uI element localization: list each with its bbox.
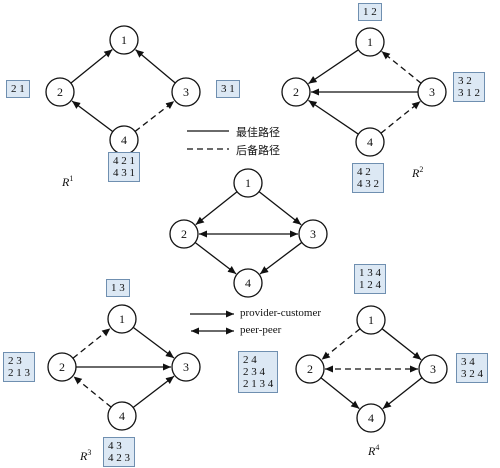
table-row: 4 3 2 xyxy=(357,178,379,190)
node-label: 3 xyxy=(430,362,436,376)
r1-table-node2: 2 1 xyxy=(6,80,30,98)
r4-edge-1-2 xyxy=(321,328,361,361)
r3-edge-4-2 xyxy=(73,375,112,408)
r4-edge-1-3 xyxy=(381,328,422,361)
r3-label: R3 xyxy=(80,448,92,463)
table-row: 1 3 4 xyxy=(359,267,381,279)
r1-label: R1 xyxy=(62,174,74,189)
r4-node-2: 2 xyxy=(295,354,325,384)
node-label: 2 xyxy=(307,362,313,376)
table-row: 3 4 xyxy=(461,356,475,368)
center-edge-2-4 xyxy=(194,241,237,275)
center-edge-1-3 xyxy=(258,191,302,226)
table-row: 2 1 3 xyxy=(8,367,30,379)
table-row: 1 2 4 xyxy=(359,279,381,291)
table-row: 4 3 xyxy=(108,440,122,452)
node-label: 2 xyxy=(293,85,299,99)
node-label: 1 xyxy=(368,313,374,327)
table-row: 4 2 3 xyxy=(108,452,130,464)
node-label: 1 xyxy=(121,33,127,47)
r1-edge-4-3 xyxy=(134,100,175,132)
r2-edge-4-3 xyxy=(380,100,421,134)
r1-node-4: 4 xyxy=(109,125,139,155)
table-row: 4 2 xyxy=(357,166,371,178)
r1-edge-3-1 xyxy=(135,49,176,84)
node-label: 1 xyxy=(367,35,373,49)
r2-table-node1: 1 2 xyxy=(358,3,382,21)
r1-edge-2-1 xyxy=(70,48,113,84)
r4-node-3: 3 xyxy=(418,354,448,384)
table-row: 2 3 4 xyxy=(243,366,265,378)
node-label: 2 xyxy=(57,85,63,99)
table-row: 3 1 2 xyxy=(458,87,480,99)
node-label: 4 xyxy=(367,135,373,149)
table-row: 2 1 3 4 xyxy=(243,378,274,390)
r1-table-node3: 3 1 xyxy=(216,80,240,98)
r4-edge-2-4 xyxy=(320,377,360,410)
node-label: 1 xyxy=(119,312,125,326)
r2-node-4: 4 xyxy=(355,127,385,157)
r2-node-3: 3 xyxy=(417,77,447,107)
node-label: 3 xyxy=(429,85,435,99)
legend-best-path-label: 最佳路径 xyxy=(236,126,280,139)
center-node-3: 3 xyxy=(298,219,328,249)
r2-edge-3-1 xyxy=(381,50,422,84)
center-node-2: 2 xyxy=(169,219,199,249)
r4-node-1: 1 xyxy=(356,305,386,335)
legend-provider-customer-label: provider-customer xyxy=(240,307,322,319)
r3-node-2: 2 xyxy=(47,352,77,382)
table-row: 2 3 xyxy=(8,355,22,367)
node-label: 3 xyxy=(183,360,189,374)
r1-edge-4-2 xyxy=(71,100,114,133)
r2-edge-1-2 xyxy=(308,49,359,85)
r3-table-node1: 1 3 xyxy=(106,279,130,297)
table-row: 4 2 1 xyxy=(113,155,135,167)
node-label: 2 xyxy=(59,360,65,374)
legend-backup-path-label: 后备路径 xyxy=(236,144,280,157)
r3-node-4: 4 xyxy=(107,401,137,431)
node-label: 4 xyxy=(119,409,125,423)
r3-edge-4-3 xyxy=(132,375,175,409)
r1-node-2: 2 xyxy=(45,77,75,107)
r4-edge-3-4 xyxy=(382,377,423,410)
r2-node-1: 1 xyxy=(355,27,385,57)
center-node-4: 4 xyxy=(233,268,263,298)
legend-peer-peer-label: peer-peer xyxy=(240,324,282,336)
node-label: 1 xyxy=(245,176,251,190)
center-edge-3-4 xyxy=(259,241,303,275)
r3-edge-2-1 xyxy=(72,327,111,359)
table-row: 2 4 xyxy=(243,354,257,366)
r3-node-1: 1 xyxy=(107,304,137,334)
node-label: 3 xyxy=(183,85,189,99)
table-row: 3 2 4 xyxy=(461,368,483,380)
center-edge-1-2 xyxy=(195,191,238,226)
r2-node-2: 2 xyxy=(281,77,311,107)
r2-label: R2 xyxy=(412,165,424,180)
node-label: 4 xyxy=(121,133,127,147)
table-row: 4 3 1 xyxy=(113,167,135,179)
r4-label: R4 xyxy=(368,443,380,458)
table-row: 3 2 xyxy=(458,75,472,87)
center-node-1: 1 xyxy=(233,168,263,198)
r3-edge-1-3 xyxy=(132,326,175,359)
r1-node-3: 3 xyxy=(171,77,201,107)
node-label: 4 xyxy=(245,276,251,290)
node-label: 4 xyxy=(368,411,374,425)
r3-node-3: 3 xyxy=(171,352,201,382)
r1-node-1: 1 xyxy=(109,25,139,55)
r4-node-4: 4 xyxy=(356,403,386,433)
node-label: 2 xyxy=(181,227,187,241)
r2-edge-4-2 xyxy=(308,99,359,135)
node-label: 3 xyxy=(310,227,316,241)
